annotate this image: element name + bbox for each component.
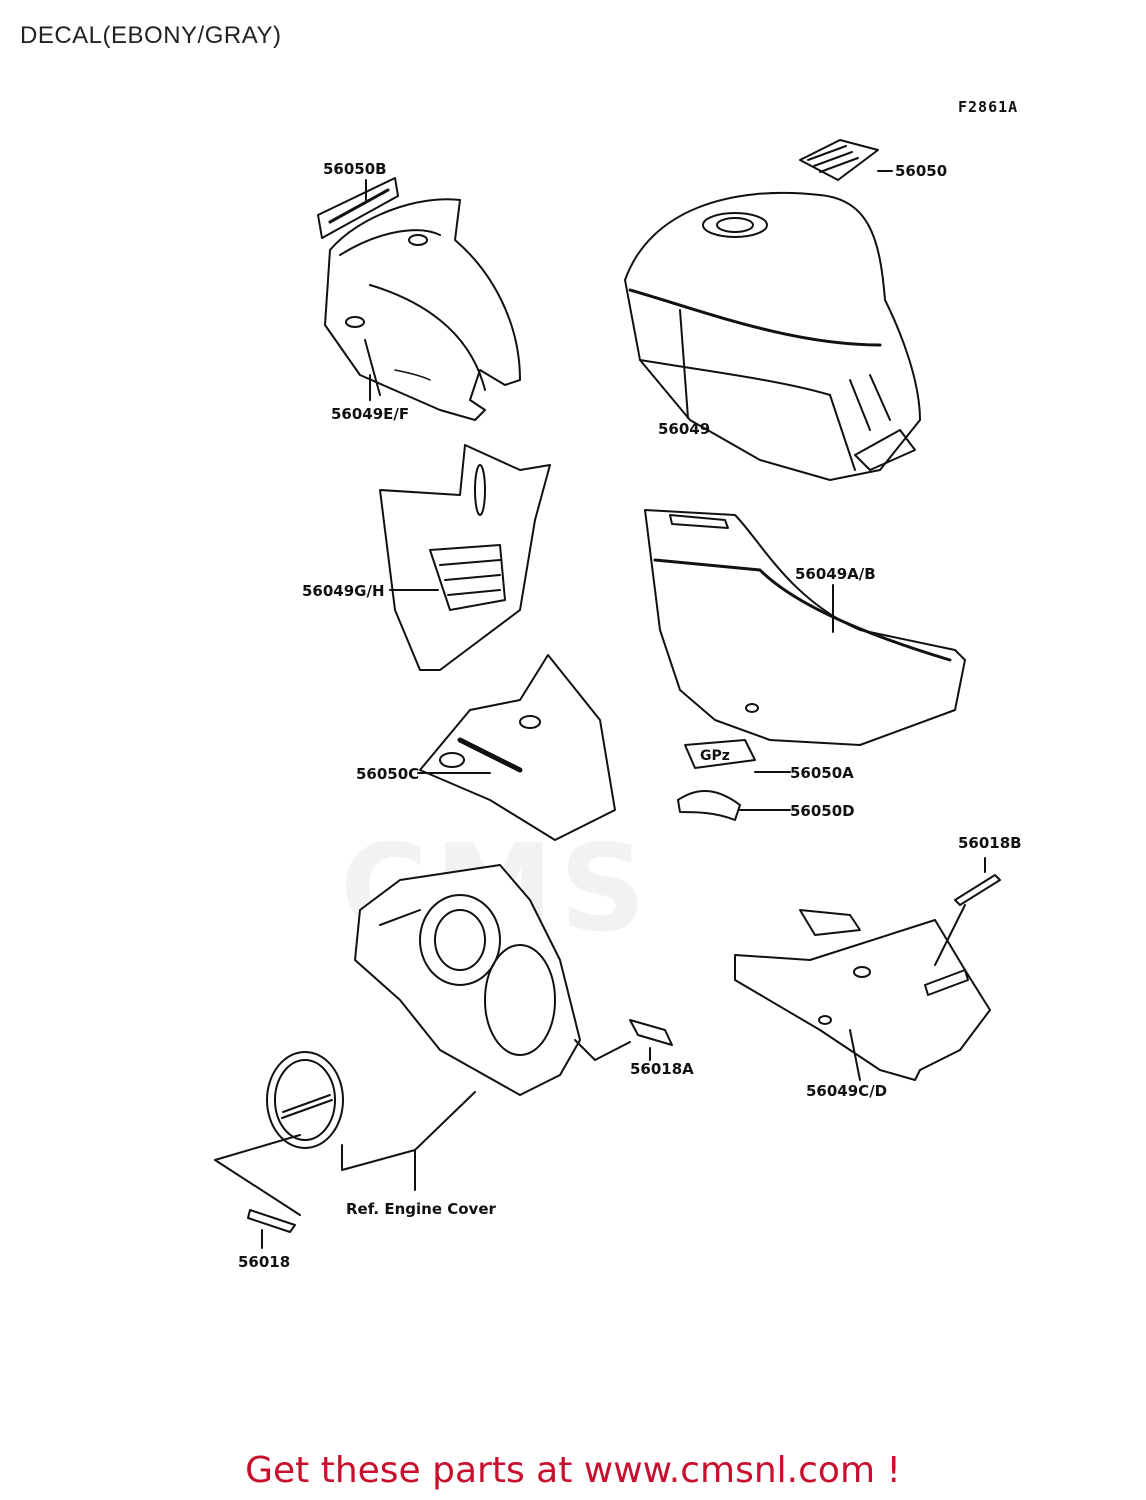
parts-diagram: GPz xyxy=(214,139,1001,1249)
part-label-56050B[interactable]: 56050B xyxy=(323,160,387,178)
decal-sheet-56050[interactable] xyxy=(799,139,893,181)
part-label-56049CD[interactable]: 56049C/D xyxy=(806,1082,888,1100)
part-label-56018[interactable]: 56018 xyxy=(238,1253,291,1271)
part-label-ref-engine-cover: Ref. Engine Cover xyxy=(346,1200,496,1218)
svg-text:GPz: GPz xyxy=(700,748,730,764)
decal-56018[interactable] xyxy=(247,1209,296,1249)
part-label-56049EF[interactable]: 56049E/F xyxy=(331,405,410,423)
lower-cowl-56050C[interactable] xyxy=(417,654,616,841)
part-label-56050C[interactable]: 56050C xyxy=(356,765,420,783)
decal-56050A[interactable]: GPz xyxy=(684,739,791,773)
decal-56018A[interactable] xyxy=(574,1019,673,1061)
tail-cowl-56049CD[interactable] xyxy=(734,909,991,1081)
part-label-56050[interactable]: 56050 xyxy=(895,162,948,180)
engine-cover-leader-lines xyxy=(214,1091,476,1216)
part-label-56018B[interactable]: 56018B xyxy=(958,834,1022,852)
part-label-56049[interactable]: 56049 xyxy=(658,420,711,438)
part-label-56050D[interactable]: 56050D xyxy=(790,802,855,820)
side-fairing-56049GH[interactable] xyxy=(379,444,551,671)
decal-56050D[interactable] xyxy=(677,789,791,821)
part-label-56049GH[interactable]: 56049G/H xyxy=(302,582,385,600)
part-label-56050A[interactable]: 56050A xyxy=(790,764,854,782)
decal-56018B[interactable] xyxy=(934,857,1001,966)
engine-crankcase-cover[interactable] xyxy=(354,864,581,1096)
fuel-tank-56049[interactable] xyxy=(624,191,921,481)
decal-56050B[interactable] xyxy=(317,177,399,239)
figure-code: F2861A xyxy=(958,98,1019,116)
side-cover-56049AB[interactable] xyxy=(644,509,966,746)
part-label-56018A[interactable]: 56018A xyxy=(630,1060,694,1078)
part-label-56049AB[interactable]: 56049A/B xyxy=(795,565,876,583)
page-title: DECAL(EBONY/GRAY) xyxy=(20,22,282,49)
promo-link[interactable]: Get these parts at www.cmsnl.com ! xyxy=(245,1450,901,1491)
upper-fairing-56049EF[interactable] xyxy=(324,198,521,421)
clutch-cover[interactable] xyxy=(266,1051,344,1149)
